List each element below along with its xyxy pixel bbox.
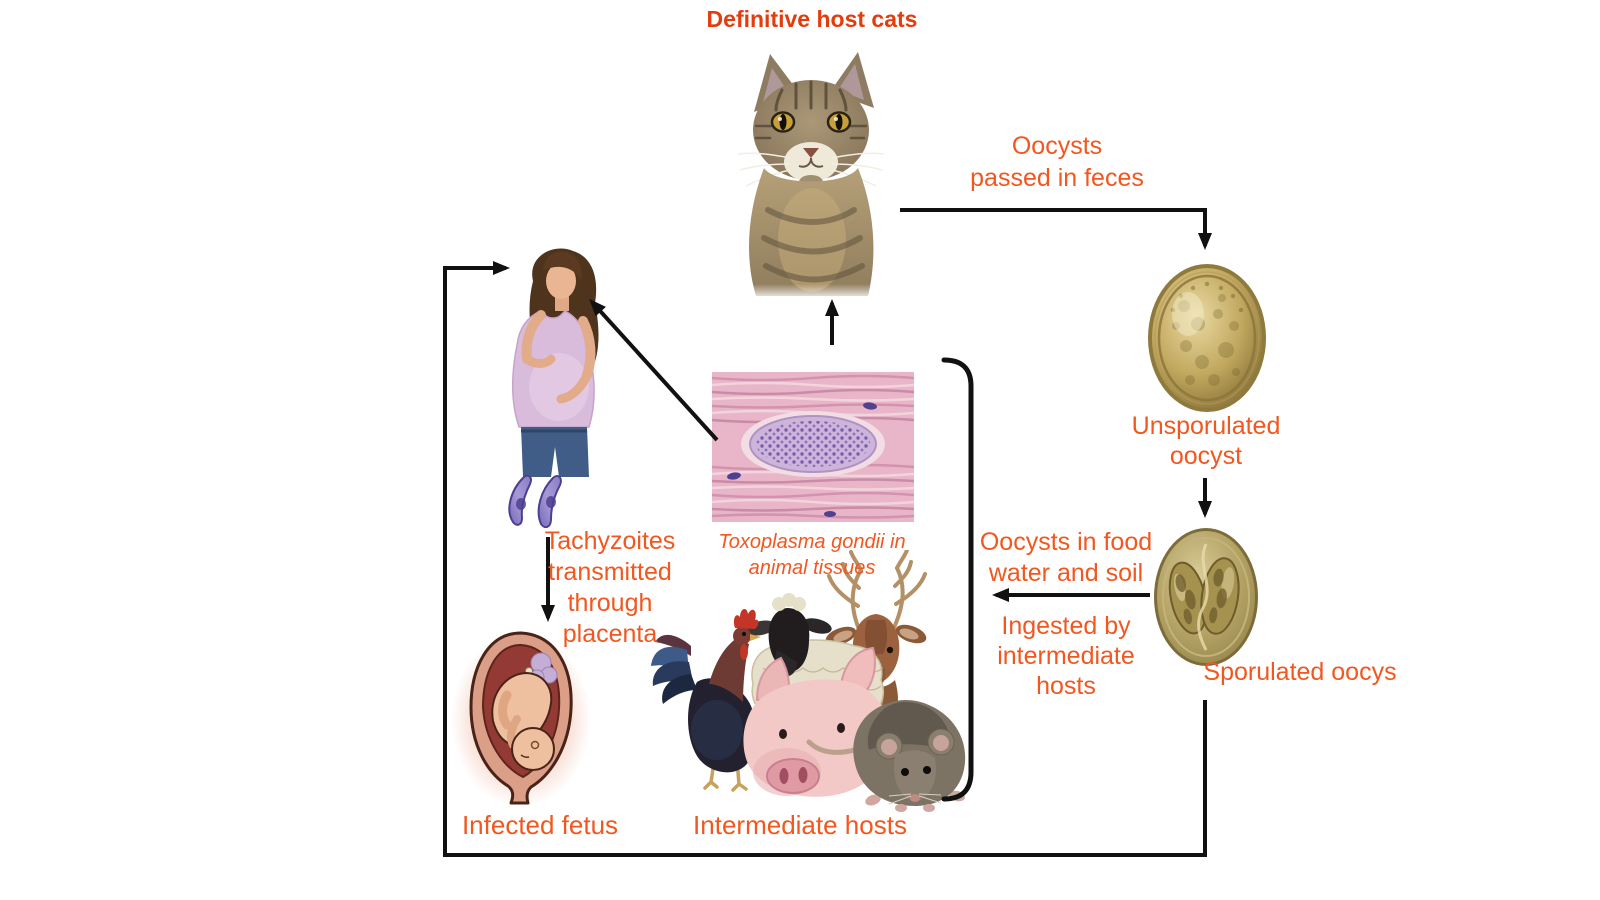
fetus-leg — [498, 690, 512, 730]
rat-right-ear-inner — [933, 735, 949, 751]
label-line: water and soil — [988, 559, 1144, 587]
cat-mouth — [798, 157, 824, 168]
label-intermediate-hosts: Intermediate hosts — [693, 810, 907, 840]
cyst-bradyzoites — [756, 421, 870, 467]
arrow-tissue-to-woman — [589, 299, 719, 442]
tissue-cyst-illustration — [712, 372, 914, 522]
label-line: transmitted — [548, 558, 672, 586]
cat-fade — [742, 284, 882, 300]
cat-eyes — [770, 111, 852, 133]
cat-nose — [803, 148, 819, 158]
rat-right-eye — [923, 766, 931, 774]
fetus-head — [511, 727, 555, 771]
label-tachyzoites-note: Tachyzoites transmitted through placenta — [545, 526, 676, 650]
rat-front-paw — [923, 804, 935, 812]
infected-fetus-illustration — [451, 631, 591, 807]
label-line: Oocysts — [1011, 132, 1103, 160]
label-line: passed in feces — [970, 164, 1144, 192]
label-unsporulated-oocyst: Unsporulated oocyst — [1132, 411, 1281, 471]
deer-right-eye — [886, 646, 894, 654]
pig-snout — [766, 758, 820, 794]
label-tissue-caption: Toxoplasma gondii in animal tissues — [718, 529, 905, 581]
rat-left-eye — [901, 768, 909, 776]
label-ingested-by-hosts: Ingested by intermediate hosts — [997, 611, 1135, 701]
label-line: Oocysts in food — [979, 528, 1153, 556]
label-line: Unsporulated — [1131, 412, 1281, 440]
tachyzoite-nucleus — [516, 498, 526, 510]
label-line: Toxoplasma gondii in — [718, 531, 906, 553]
cat-head — [753, 80, 869, 180]
oocyst-body — [1152, 268, 1262, 408]
rat-left-ear-inner — [881, 739, 897, 755]
arrow-cat-to-unsporulated — [900, 208, 1212, 250]
label-sporulated-oocyst: Sporulated oocys — [1203, 658, 1397, 686]
cat-illustration — [737, 52, 885, 300]
woman-right-hand — [522, 354, 556, 368]
label-line: placenta — [562, 620, 658, 648]
rooster-wing-sheen — [691, 700, 743, 760]
rooster-head — [733, 627, 751, 645]
label-line: through — [567, 589, 653, 617]
sporulated-oocyst-illustration — [1154, 528, 1258, 666]
cat-stripes — [754, 80, 868, 140]
oocyst-highlight — [1172, 292, 1204, 336]
label-line: animal tissues — [748, 557, 876, 579]
pregnant-woman-illustration — [512, 248, 599, 477]
tachyzoite-nucleus — [546, 496, 556, 508]
pig-nostril — [798, 767, 808, 783]
pig-nostril — [779, 768, 789, 784]
label-oocysts-passed-in-feces: Oocysts passed in feces — [970, 130, 1144, 194]
pig-right-eye — [837, 723, 845, 733]
label-line: intermediate — [997, 642, 1135, 670]
pig-left-eye — [779, 729, 787, 739]
rat-nose — [910, 794, 920, 802]
rooster-comb — [733, 608, 759, 629]
label-line: oocyst — [1169, 442, 1243, 470]
rooster-eye — [742, 632, 746, 636]
label-line: Tachyzoites — [544, 527, 676, 555]
diagram-title: Definitive host cats — [706, 6, 918, 32]
unsporulated-oocyst-illustration — [1148, 264, 1266, 412]
label-oocysts-in-food: Oocysts in food water and soil — [980, 527, 1152, 589]
label-line: hosts — [1036, 672, 1096, 700]
intermediate-hosts-illustration — [651, 550, 966, 812]
sporocyst-right — [1200, 557, 1240, 635]
tachyzoites-illustration — [508, 474, 562, 528]
label-infected-fetus: Infected fetus — [461, 810, 619, 840]
label-line: Ingested by — [1001, 612, 1131, 640]
rooster-wattle — [740, 644, 748, 660]
